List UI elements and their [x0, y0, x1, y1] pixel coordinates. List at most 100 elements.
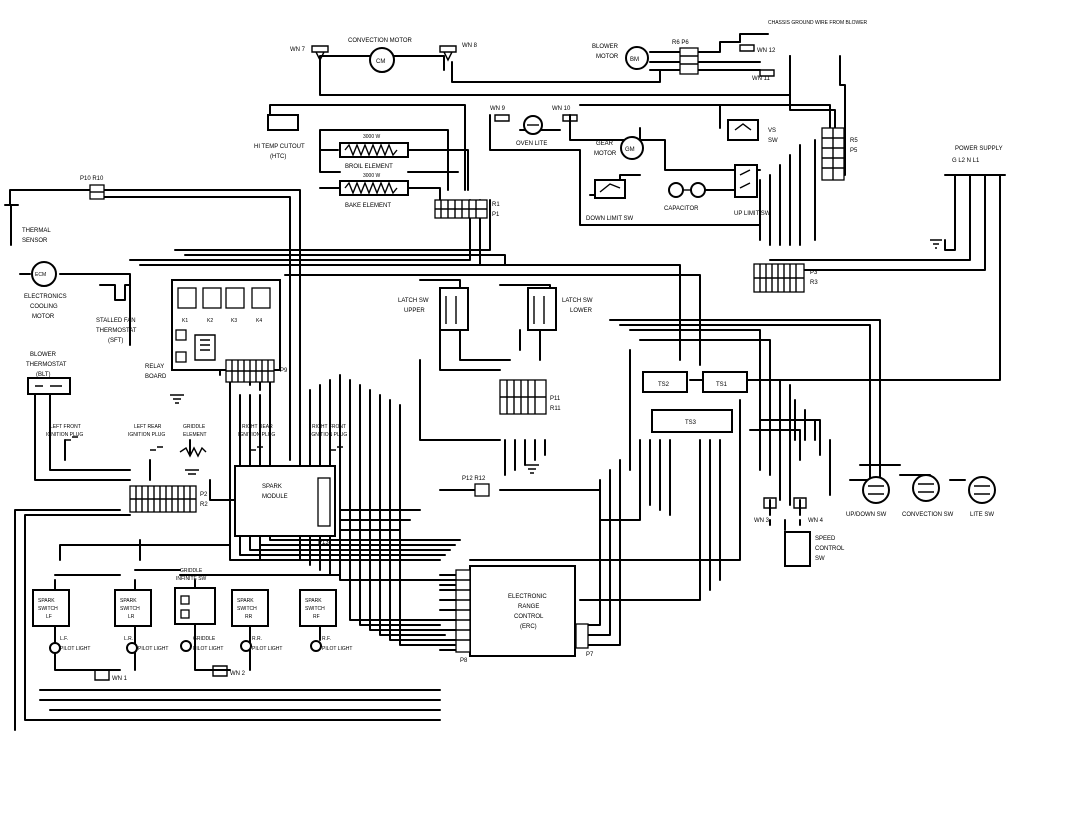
svg-text:LATCH SW: LATCH SW [398, 298, 429, 304]
svg-text:DOWN LIMIT SW: DOWN LIMIT SW [586, 216, 634, 222]
svg-text:PILOT LIGHT: PILOT LIGHT [322, 646, 352, 652]
bake-element: 3000 W BAKE ELEMENT [339, 173, 409, 209]
rf-pilot-light: R.F. PILOT LIGHT [310, 636, 352, 652]
svg-text:MOTOR: MOTOR [596, 54, 619, 60]
svg-text:MOTOR: MOTOR [32, 314, 55, 320]
svg-text:TS3: TS3 [685, 420, 697, 426]
lite-switch: LITE SW [968, 476, 996, 518]
svg-text:R11: R11 [550, 406, 561, 412]
svg-text:SPARK: SPARK [305, 598, 322, 604]
power-supply: POWER SUPPLY G L2 N L1 [930, 146, 1003, 249]
wn12-connector: WN 12 [739, 44, 776, 54]
latch-switch-lower: LATCH SW LOWER [527, 287, 593, 331]
svg-text:WN 12: WN 12 [757, 48, 776, 54]
svg-text:THERMAL: THERMAL [22, 228, 51, 234]
up-limit-switch: UP LIMIT SW [734, 164, 771, 217]
svg-text:PILOT LIGHT: PILOT LIGHT [193, 646, 223, 652]
svg-text:TS2: TS2 [658, 382, 670, 388]
svg-text:P5: P5 [850, 148, 858, 154]
spark-switch-lr: SPARK SWITCH LR [114, 589, 152, 627]
svg-text:CONTROL: CONTROL [815, 546, 845, 552]
svg-text:ELEMENT: ELEMENT [183, 432, 207, 438]
svg-text:3000 W: 3000 W [363, 134, 381, 140]
wn8-connector: WN 8 [439, 43, 478, 62]
svg-text:L.R.: L.R. [124, 636, 133, 642]
svg-text:IGNITION PLUG: IGNITION PLUG [128, 432, 165, 438]
wn11-connector: WN 11 [752, 69, 775, 82]
stalled-fan-thermostat: STALLED FAN THERMOSTAT (SFT) [96, 284, 137, 344]
wn3-connector: WN 3 [754, 497, 777, 524]
rr-pilot-light: R.R. PILOT LIGHT [240, 636, 282, 652]
svg-text:K4: K4 [256, 318, 262, 324]
r6p6-connector: R6 P6 [672, 40, 699, 75]
wn4-connector: WN 4 [793, 497, 824, 524]
svg-text:THERMOSTAT: THERMOSTAT [26, 362, 67, 368]
svg-text:POWER SUPPLY: POWER SUPPLY [955, 146, 1003, 152]
svg-text:(BLT): (BLT) [36, 372, 51, 378]
svg-text:LOWER: LOWER [570, 308, 593, 314]
svg-text:P12 R12: P12 R12 [462, 476, 486, 482]
svg-text:UP/DOWN SW: UP/DOWN SW [846, 512, 887, 518]
thermal-sensor: THERMAL SENSOR [4, 204, 51, 246]
gear-motor: GM GEAR MOTOR [594, 136, 644, 160]
svg-text:MODULE: MODULE [262, 494, 288, 500]
svg-text:ELECTRONIC: ELECTRONIC [508, 594, 547, 600]
svg-text:IGNITION PLUG: IGNITION PLUG [238, 432, 275, 438]
svg-text:SWITCH: SWITCH [38, 606, 58, 612]
p10r10-connector: P10 R10 [80, 176, 105, 200]
svg-text:L.F.: L.F. [60, 636, 68, 642]
wn9-connector: WN 9 [490, 106, 510, 122]
svg-text:CONTROL: CONTROL [514, 614, 544, 620]
svg-text:STALLED FAN: STALLED FAN [96, 318, 136, 324]
svg-text:SPARK: SPARK [262, 484, 282, 490]
electronic-range-control: ELECTRONIC RANGE CONTROL (ERC) P8 P7 [455, 565, 594, 664]
svg-text:WN 3: WN 3 [754, 518, 770, 524]
svg-text:RELAY: RELAY [145, 364, 164, 370]
svg-text:BM: BM [630, 57, 639, 63]
svg-text:P13: P13 [318, 540, 329, 546]
svg-text:VS: VS [768, 128, 776, 134]
svg-text:P1: P1 [492, 212, 500, 218]
svg-text:SPARK: SPARK [237, 598, 254, 604]
svg-text:WN 4: WN 4 [808, 518, 824, 524]
svg-text:SPEED: SPEED [815, 536, 836, 542]
electronics-cooling-motor: ECM ELECTRONICS COOLING MOTOR [24, 261, 67, 320]
svg-text:SENSOR: SENSOR [22, 238, 48, 244]
up-down-switch: UP/DOWN SW [846, 476, 890, 518]
convection-motor: CM CONVECTION MOTOR [348, 38, 413, 73]
svg-text:IGNITION PLUG: IGNITION PLUG [46, 432, 83, 438]
svg-text:ELECTRONICS: ELECTRONICS [24, 294, 67, 300]
svg-text:SWITCH: SWITCH [120, 606, 140, 612]
svg-text:WN 7: WN 7 [290, 47, 306, 53]
griddle-infinite-switch: GRIDDLE INFINITE SW [174, 568, 216, 625]
svg-text:LITE SW: LITE SW [970, 512, 994, 518]
svg-text:BLOWER: BLOWER [30, 352, 57, 358]
svg-text:BAKE ELEMENT: BAKE ELEMENT [345, 203, 391, 209]
blower-motor: BM BLOWER MOTOR [592, 44, 649, 70]
svg-text:PILOT LIGHT: PILOT LIGHT [60, 646, 90, 652]
svg-text:RIGHT FRONT: RIGHT FRONT [312, 424, 346, 430]
svg-text:THERMOSTAT: THERMOSTAT [96, 328, 137, 334]
svg-text:SW: SW [815, 556, 825, 562]
svg-text:CAPACITOR: CAPACITOR [664, 206, 699, 212]
p9-connector: P9 [225, 359, 288, 383]
svg-text:LEFT FRONT: LEFT FRONT [50, 424, 81, 430]
svg-text:LATCH SW: LATCH SW [562, 298, 593, 304]
ground-symbols [170, 394, 539, 475]
relay-board: K1 K2 K3 K4 RELAY BOARD [145, 279, 281, 380]
svg-text:ECM: ECM [35, 272, 46, 278]
svg-text:UP LIMIT SW: UP LIMIT SW [734, 211, 771, 217]
svg-text:(HTC): (HTC) [270, 154, 286, 160]
wn10-connector: WN 10 [552, 106, 578, 122]
down-limit-switch: DOWN LIMIT SW [586, 179, 634, 222]
convection-switch: CONVECTION SW [902, 474, 954, 518]
svg-text:RIGHT REAR: RIGHT REAR [242, 424, 273, 430]
left-rear-ignition-plug: LEFT REAR IGNITION PLUG [128, 424, 165, 451]
svg-text:LR: LR [128, 614, 135, 620]
svg-text:R3: R3 [810, 280, 818, 286]
svg-text:BROIL ELEMENT: BROIL ELEMENT [345, 164, 393, 170]
svg-text:SW: SW [768, 138, 778, 144]
svg-text:WN 11: WN 11 [752, 76, 771, 82]
svg-text:P2: P2 [200, 492, 208, 498]
